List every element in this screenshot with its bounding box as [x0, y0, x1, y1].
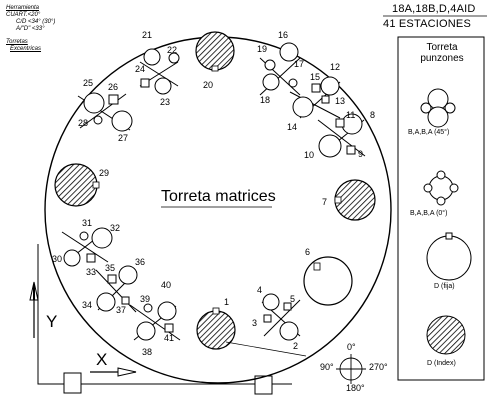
- station-number-36: 36: [135, 257, 145, 267]
- herramienta-line: CUART.<20°: [6, 12, 41, 18]
- station-number-2: 2: [293, 341, 298, 351]
- panel-title: Torreta punzones: [400, 42, 484, 64]
- station-number-28: 28: [78, 118, 88, 128]
- station-number-16: 16: [278, 30, 288, 40]
- station-labels: 1234567891011121314151617181920212223242…: [52, 30, 375, 357]
- station-number-10: 10: [304, 150, 314, 160]
- station-number-17: 17: [294, 59, 304, 69]
- station-1-index: [196, 310, 236, 350]
- leader-line: [225, 341, 307, 357]
- station-number-40: 40: [161, 280, 171, 290]
- machine-frame: [37, 244, 292, 385]
- key-notch: [334, 196, 342, 204]
- torretas-title: Torretas: [6, 39, 28, 45]
- tooling-notes: Herramienta CUART.<20° C/D <34° (30°) A/…: [6, 5, 76, 53]
- station-number-27: 27: [118, 133, 128, 143]
- station-number-39: 39: [140, 294, 150, 304]
- x-arrow-head: [117, 367, 137, 377]
- compass-180: 180°: [346, 383, 365, 393]
- compass-270: 270°: [369, 362, 388, 372]
- station-number-14: 14: [287, 122, 297, 132]
- cluster-34-37: [95, 265, 138, 313]
- frame-clamp-left: [63, 372, 82, 394]
- station-number-38: 38: [142, 347, 152, 357]
- model-label: 18A,18B,D,4AID: [392, 3, 476, 15]
- station-number-1: 1: [224, 297, 229, 307]
- station-number-9: 9: [358, 149, 363, 159]
- cluster-30-33: [61, 227, 113, 267]
- compass-90: 90°: [320, 362, 334, 372]
- punch-icon-baba-0: [423, 170, 459, 206]
- cluster-25-28: [77, 92, 133, 132]
- station-number-21: 21: [142, 30, 152, 40]
- station-number-3: 3: [252, 318, 257, 328]
- station-number-12: 12: [330, 62, 340, 72]
- station-number-19: 19: [257, 44, 267, 54]
- key-notch: [212, 307, 220, 315]
- station-number-22: 22: [167, 45, 177, 55]
- frame-clamp-right: [254, 375, 273, 395]
- station-number-6: 6: [305, 247, 310, 257]
- station-number-33: 33: [86, 267, 96, 277]
- stations-label: 41 ESTACIONES: [383, 18, 471, 30]
- cluster-16-19: [259, 42, 301, 96]
- cluster-21-24: [139, 48, 180, 95]
- herramienta-title: Herramienta: [6, 5, 40, 11]
- station-number-24: 24: [135, 64, 145, 74]
- y-axis-label: Y: [46, 312, 58, 331]
- cluster-38-41: [129, 301, 181, 341]
- panel-item-label: D (fija): [434, 283, 455, 290]
- punch-icon-baba-45: [420, 88, 456, 128]
- station-29-index: [54, 163, 98, 207]
- x-axis-label: X: [96, 350, 108, 369]
- station-number-26: 26: [108, 82, 118, 92]
- station-number-37: 37: [116, 305, 126, 315]
- station-number-32: 32: [110, 223, 120, 233]
- panel-title-line: Torreta: [426, 42, 458, 53]
- panel-item-label: D (Index): [427, 360, 456, 367]
- station-number-29: 29: [99, 168, 109, 178]
- herramienta-line: C/D <34° (30°): [16, 19, 56, 25]
- compass-0: 0°: [347, 342, 356, 352]
- station-number-30: 30: [52, 254, 62, 264]
- station-number-18: 18: [260, 95, 270, 105]
- cluster-2-5: [261, 293, 301, 341]
- key-notch: [313, 262, 321, 271]
- key-notch: [211, 65, 219, 72]
- station-number-5: 5: [290, 294, 295, 304]
- punch-panel-frame: [397, 36, 485, 381]
- turret-title: Torreta matrices: [161, 188, 276, 205]
- panel-title-line: punzones: [420, 53, 464, 64]
- punch-icon-d-fixed: [426, 232, 472, 281]
- station-number-25: 25: [83, 78, 93, 88]
- station-number-23: 23: [160, 97, 170, 107]
- punch-icon-d-index: [426, 315, 466, 355]
- station-number-8: 8: [370, 110, 375, 120]
- station-number-15: 15: [310, 72, 320, 82]
- panel-item-label: B,A,B,A (45°): [408, 129, 450, 136]
- station-number-41: 41: [164, 333, 174, 343]
- torretas-subtitle: Excentricas: [10, 46, 42, 52]
- cluster-12-15: [289, 76, 341, 119]
- herramienta-line: A/"D" <33°: [16, 26, 45, 32]
- cluster-8-11: [317, 113, 366, 158]
- station-number-7: 7: [322, 197, 327, 207]
- station-6: [303, 256, 353, 306]
- station-number-31: 31: [82, 218, 92, 228]
- station-number-4: 4: [257, 285, 262, 295]
- panel-item-label: B,A,B,A (0°): [410, 210, 448, 217]
- station-number-20: 20: [203, 80, 213, 90]
- station-number-13: 13: [335, 96, 345, 106]
- station-20-index: [195, 31, 235, 71]
- station-number-35: 35: [105, 263, 115, 273]
- key-notch: [92, 181, 100, 189]
- station-number-34: 34: [82, 300, 92, 310]
- station-number-11: 11: [346, 110, 355, 120]
- compass-symbol: [336, 354, 366, 384]
